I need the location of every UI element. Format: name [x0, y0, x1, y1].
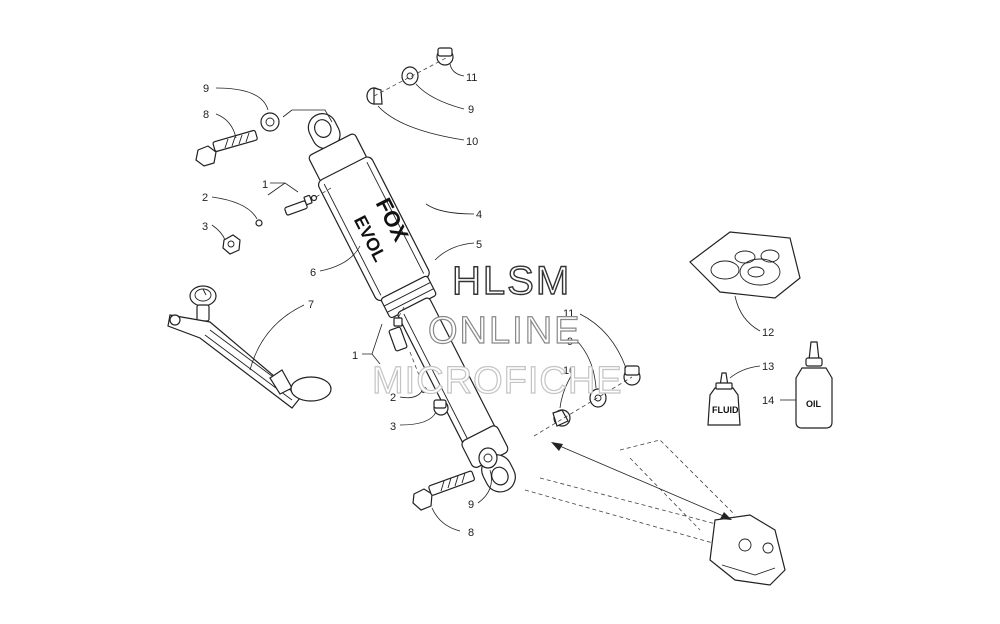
fluid-label: FLUID — [712, 405, 739, 415]
watermark-line-1: HLSM — [452, 259, 571, 303]
valve-lower — [388, 317, 449, 416]
bolt-bottom — [412, 470, 475, 511]
cap-11-top — [436, 47, 454, 66]
a-arm — [524, 439, 786, 586]
callout-11: 11 — [466, 72, 477, 84]
bolt-top — [195, 129, 258, 167]
callout-9: 9 — [468, 499, 474, 511]
watermark-line-3: MICROFICHE — [372, 360, 623, 402]
callout-1: 1 — [262, 179, 268, 191]
cap-11-bottom — [623, 365, 641, 386]
callout-5: 5 — [476, 239, 482, 251]
bushing-10-bottom — [552, 409, 571, 427]
callout-2: 2 — [202, 192, 208, 204]
callout-9: 9 — [468, 104, 474, 116]
leader-lines — [211, 63, 796, 532]
spacer-top-left — [260, 112, 280, 132]
callout-8: 8 — [468, 527, 474, 539]
callout-9: 9 — [567, 336, 573, 348]
callout-13: 13 — [762, 361, 774, 373]
spacer-9-bottom-right — [589, 388, 607, 408]
callout-8: 8 — [203, 109, 209, 121]
shock-pump — [167, 285, 332, 409]
callout-10: 10 — [466, 136, 478, 148]
spacer-9-bottom-left — [478, 447, 498, 469]
mount-arrow — [551, 442, 732, 520]
watermark: HLSM ONLINE MICROFICHE — [371, 258, 623, 402]
callout-1: 1 — [352, 350, 358, 362]
callout-6: 6 — [310, 267, 316, 279]
callout-9: 9 — [203, 83, 209, 95]
callout-10: 10 — [563, 365, 575, 377]
callout-4: 4 — [476, 209, 482, 221]
spacer-9-top — [401, 66, 419, 86]
callouts: 9 8 11 9 10 1 2 3 4 5 6 7 12 13 14 1 2 3… — [202, 72, 774, 539]
valve-upper — [222, 194, 318, 255]
callout-3: 3 — [390, 421, 396, 433]
callout-7: 7 — [308, 299, 314, 311]
callout-11: 11 — [563, 308, 574, 320]
gasket-kit — [689, 231, 801, 299]
watermark-line-2: ONLINE — [428, 310, 581, 352]
callout-12: 12 — [762, 327, 774, 339]
fluid-bottle: FLUID — [707, 372, 741, 426]
callout-2: 2 — [390, 392, 396, 404]
callout-14: 14 — [762, 395, 774, 407]
oil-bottle: OIL — [795, 341, 833, 429]
oil-label: OIL — [806, 399, 822, 409]
callout-3: 3 — [202, 221, 208, 233]
